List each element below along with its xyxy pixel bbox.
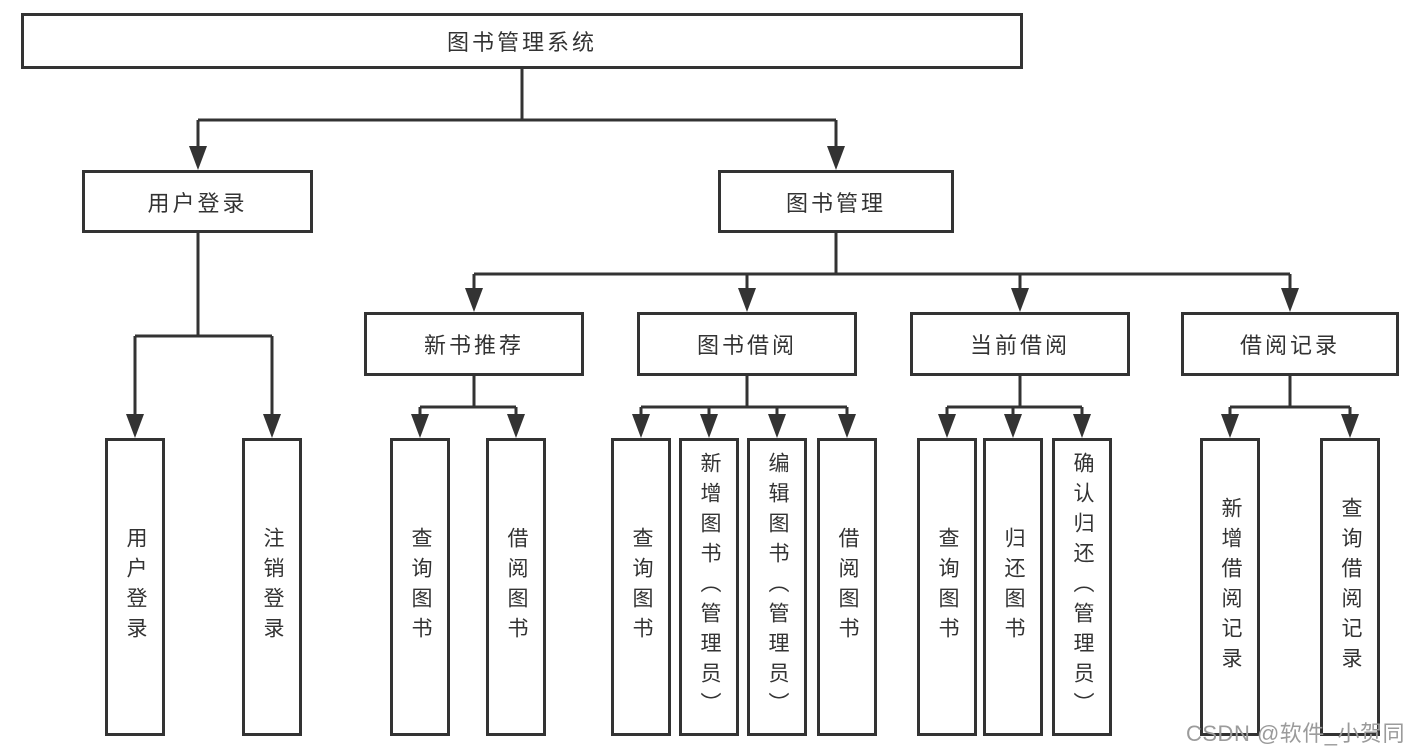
connector-root-to-level2 — [189, 69, 845, 170]
leaf-query-books-borrow-label: 查询图书 — [630, 527, 653, 647]
leaf-query-books-current: 查询图书 — [917, 438, 977, 736]
leaf-logout: 注销登录 — [242, 438, 302, 736]
leaf-borrow-books-label: 借阅图书 — [836, 527, 859, 647]
node-book-borrow: 图书借阅 — [637, 312, 857, 376]
leaf-borrow-books-recommend: 借阅图书 — [486, 438, 546, 736]
node-root-label: 图书管理系统 — [446, 30, 597, 55]
leaf-user-login: 用户登录 — [105, 438, 165, 736]
leaf-user-login-label: 用户登录 — [124, 527, 147, 647]
leaf-logout-label: 注销登录 — [261, 527, 284, 647]
leaf-confirm-return-admin-label: 确认归还（管理员） — [1071, 452, 1094, 722]
node-borrow-record-label: 借阅记录 — [1239, 333, 1340, 358]
leaf-edit-books-admin: 编辑图书（管理员） — [747, 438, 807, 736]
leaf-borrow-books: 借阅图书 — [817, 438, 877, 736]
leaf-query-books-current-label: 查询图书 — [936, 527, 959, 647]
node-book-management: 图书管理 — [718, 170, 954, 233]
node-new-book-recommend-label: 新书推荐 — [423, 333, 524, 358]
node-user-login-label: 用户登录 — [147, 190, 248, 216]
leaf-query-borrow-record-label: 查询借阅记录 — [1339, 497, 1362, 677]
node-book-management-label: 图书管理 — [785, 190, 886, 216]
node-borrow-record: 借阅记录 — [1181, 312, 1399, 376]
leaf-return-books-label: 归还图书 — [1002, 527, 1025, 647]
leaf-add-books-admin: 新增图书（管理员） — [679, 438, 739, 736]
node-root-system: 图书管理系统 — [21, 13, 1023, 69]
leaf-add-books-admin-label: 新增图书（管理员） — [698, 452, 721, 722]
leaf-edit-books-admin-label: 编辑图书（管理员） — [766, 452, 789, 722]
node-current-borrow: 当前借阅 — [910, 312, 1130, 376]
connector-login-to-leaves — [126, 233, 281, 438]
connector-borrow-to-leaves — [632, 376, 856, 438]
node-user-login: 用户登录 — [82, 170, 313, 233]
node-book-borrow-label: 图书借阅 — [696, 333, 797, 358]
leaf-add-borrow-record: 新增借阅记录 — [1200, 438, 1260, 736]
leaf-borrow-books-recommend-label: 借阅图书 — [505, 527, 528, 647]
leaf-return-books: 归还图书 — [983, 438, 1043, 736]
leaf-query-books-recommend: 查询图书 — [390, 438, 450, 736]
csdn-watermark: CSDN @软件_小贺同学 — [1186, 721, 1405, 746]
node-new-book-recommend: 新书推荐 — [364, 312, 584, 376]
connector-mgmt-to-level3 — [465, 233, 1299, 312]
leaf-query-books-recommend-label: 查询图书 — [409, 527, 432, 647]
connector-current-to-leaves — [938, 376, 1091, 438]
leaf-add-borrow-record-label: 新增借阅记录 — [1219, 497, 1242, 677]
leaf-query-books-borrow: 查询图书 — [611, 438, 671, 736]
connector-record-to-leaves — [1221, 376, 1359, 438]
connector-newbooks-to-leaves — [411, 376, 525, 438]
leaf-confirm-return-admin: 确认归还（管理员） — [1052, 438, 1112, 736]
node-current-borrow-label: 当前借阅 — [969, 333, 1070, 358]
leaf-query-borrow-record: 查询借阅记录 — [1320, 438, 1380, 736]
